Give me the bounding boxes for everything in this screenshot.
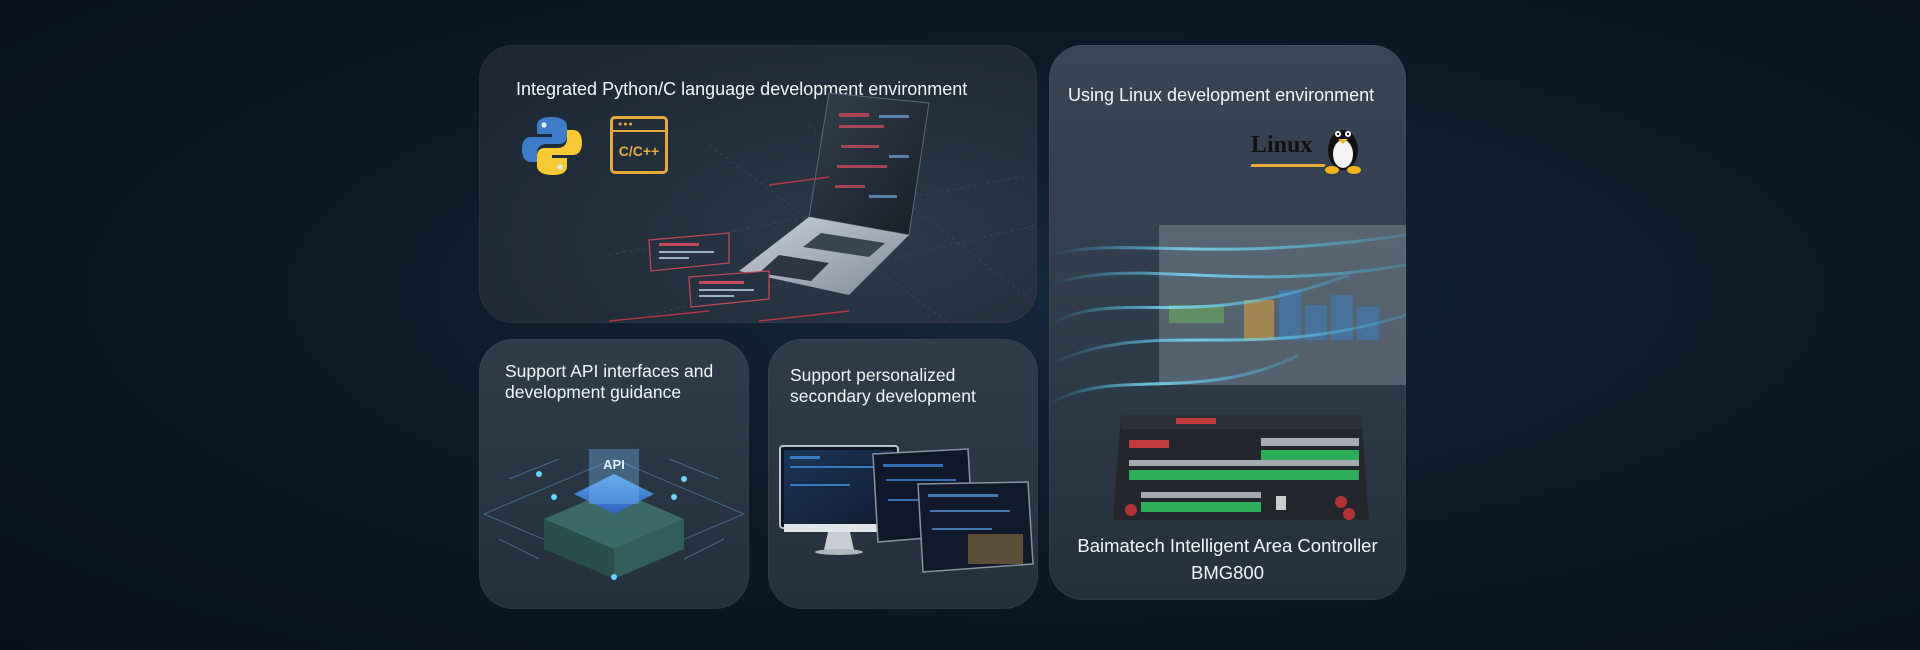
laptop-illustration bbox=[608, 92, 1037, 323]
linux-card-title: Using Linux development environment bbox=[1068, 85, 1375, 105]
python-c-card: Integrated Python/C language development… bbox=[479, 45, 1037, 323]
cpp-label: C/C++ bbox=[618, 143, 660, 159]
python-logo-icon bbox=[522, 117, 582, 175]
linux-logo-text: Linux bbox=[1251, 132, 1313, 158]
product-title: Baimatech Intelligent Area Controller BM… bbox=[1077, 535, 1378, 583]
api-card-title: Support API interfaces and development g… bbox=[505, 361, 714, 402]
linux-card: Using Linux development environment Linu… bbox=[1049, 45, 1406, 600]
api-chip-label: API bbox=[603, 457, 625, 472]
linux-logo: Linux bbox=[1250, 120, 1371, 180]
python-c-card-title: Integrated Python/C language development… bbox=[516, 79, 968, 99]
api-card: Support API interfaces and development g… bbox=[479, 339, 749, 609]
secondary-dev-card: Support personalized secondary developme… bbox=[768, 339, 1038, 609]
tux-penguin-icon bbox=[1325, 130, 1361, 174]
cpp-icon: ●●● C/C++ bbox=[610, 116, 668, 174]
secondary-dev-card-title: Support personalized secondary developme… bbox=[790, 365, 976, 406]
api-chip-illustration: API bbox=[482, 449, 746, 580]
devices-illustration bbox=[779, 445, 1034, 573]
bmg800-device-image bbox=[1113, 415, 1369, 520]
data-stream-illustration bbox=[1049, 225, 1406, 407]
